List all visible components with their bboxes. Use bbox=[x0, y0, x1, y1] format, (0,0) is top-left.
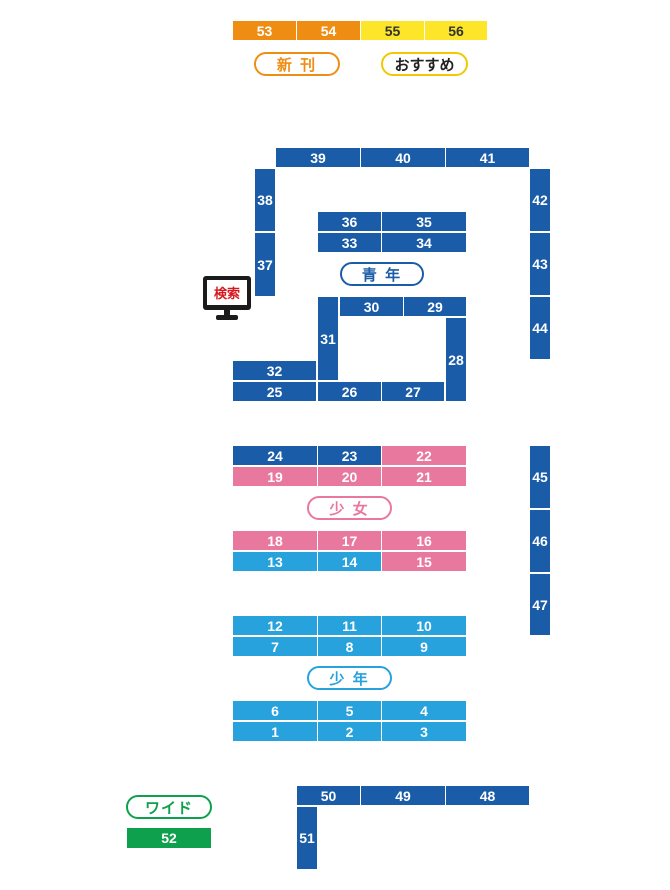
shelf-30: 30 bbox=[340, 297, 403, 316]
shelf-34: 34 bbox=[382, 233, 466, 252]
search-kiosk-label: 検索 bbox=[207, 280, 247, 305]
shelf-27: 27 bbox=[382, 382, 444, 401]
shelf-48: 48 bbox=[446, 786, 529, 805]
shelf-46: 46 bbox=[530, 510, 550, 572]
shelf-45: 45 bbox=[530, 446, 550, 508]
shelf-28: 28 bbox=[446, 318, 466, 401]
shelf-17: 17 bbox=[318, 531, 381, 550]
shelf-29: 29 bbox=[404, 297, 466, 316]
zone-label-shounen: 少 年 bbox=[307, 666, 392, 690]
shelf-41: 41 bbox=[446, 148, 529, 167]
shelf-37: 37 bbox=[255, 233, 275, 296]
shelf-31: 31 bbox=[318, 297, 338, 380]
shelf-53: 53 bbox=[233, 21, 296, 40]
shelf-38: 38 bbox=[255, 169, 275, 231]
shelf-2: 2 bbox=[318, 722, 381, 741]
shelf-14: 14 bbox=[318, 552, 381, 571]
shelf-47: 47 bbox=[530, 574, 550, 635]
shelf-23: 23 bbox=[318, 446, 381, 465]
shelf-21: 21 bbox=[382, 467, 466, 486]
shelf-51: 51 bbox=[297, 807, 317, 869]
shelf-9: 9 bbox=[382, 637, 466, 656]
shelf-6: 6 bbox=[233, 701, 317, 720]
shelf-1: 1 bbox=[233, 722, 317, 741]
shelf-52: 52 bbox=[127, 828, 211, 848]
shelf-22: 22 bbox=[382, 446, 466, 465]
shelf-44: 44 bbox=[530, 297, 550, 359]
shelf-56: 56 bbox=[425, 21, 487, 40]
shelf-16: 16 bbox=[382, 531, 466, 550]
shelf-49: 49 bbox=[361, 786, 445, 805]
shelf-35: 35 bbox=[382, 212, 466, 231]
shelf-5: 5 bbox=[318, 701, 381, 720]
shelf-11: 11 bbox=[318, 616, 381, 635]
shelf-42: 42 bbox=[530, 169, 550, 231]
shelf-26: 26 bbox=[318, 382, 381, 401]
shelf-24: 24 bbox=[233, 446, 317, 465]
shelf-32: 32 bbox=[233, 361, 316, 380]
shelf-19: 19 bbox=[233, 467, 317, 486]
shelf-55: 55 bbox=[361, 21, 424, 40]
shelf-50: 50 bbox=[297, 786, 360, 805]
shelf-4: 4 bbox=[382, 701, 466, 720]
shelf-54: 54 bbox=[297, 21, 360, 40]
shelf-40: 40 bbox=[361, 148, 445, 167]
shelf-36: 36 bbox=[318, 212, 381, 231]
shelf-7: 7 bbox=[233, 637, 317, 656]
zone-label-wide: ワイド bbox=[126, 795, 212, 819]
shelf-33: 33 bbox=[318, 233, 381, 252]
monitor-icon: 検索 bbox=[203, 276, 251, 310]
zone-label-shoujo: 少 女 bbox=[307, 496, 392, 520]
shelf-25: 25 bbox=[233, 382, 316, 401]
search-kiosk: 検索 bbox=[203, 276, 251, 322]
shelf-18: 18 bbox=[233, 531, 317, 550]
shelf-8: 8 bbox=[318, 637, 381, 656]
shelf-13: 13 bbox=[233, 552, 317, 571]
shelf-12: 12 bbox=[233, 616, 317, 635]
shelf-43: 43 bbox=[530, 233, 550, 295]
zone-label-seinen: 青 年 bbox=[340, 262, 424, 286]
zone-label-recommended: おすすめ bbox=[381, 52, 468, 76]
shelf-15: 15 bbox=[382, 552, 466, 571]
shelf-39: 39 bbox=[276, 148, 360, 167]
zone-label-new-releases: 新 刊 bbox=[254, 52, 340, 76]
shelf-10: 10 bbox=[382, 616, 466, 635]
shelf-20: 20 bbox=[318, 467, 381, 486]
shelf-3: 3 bbox=[382, 722, 466, 741]
